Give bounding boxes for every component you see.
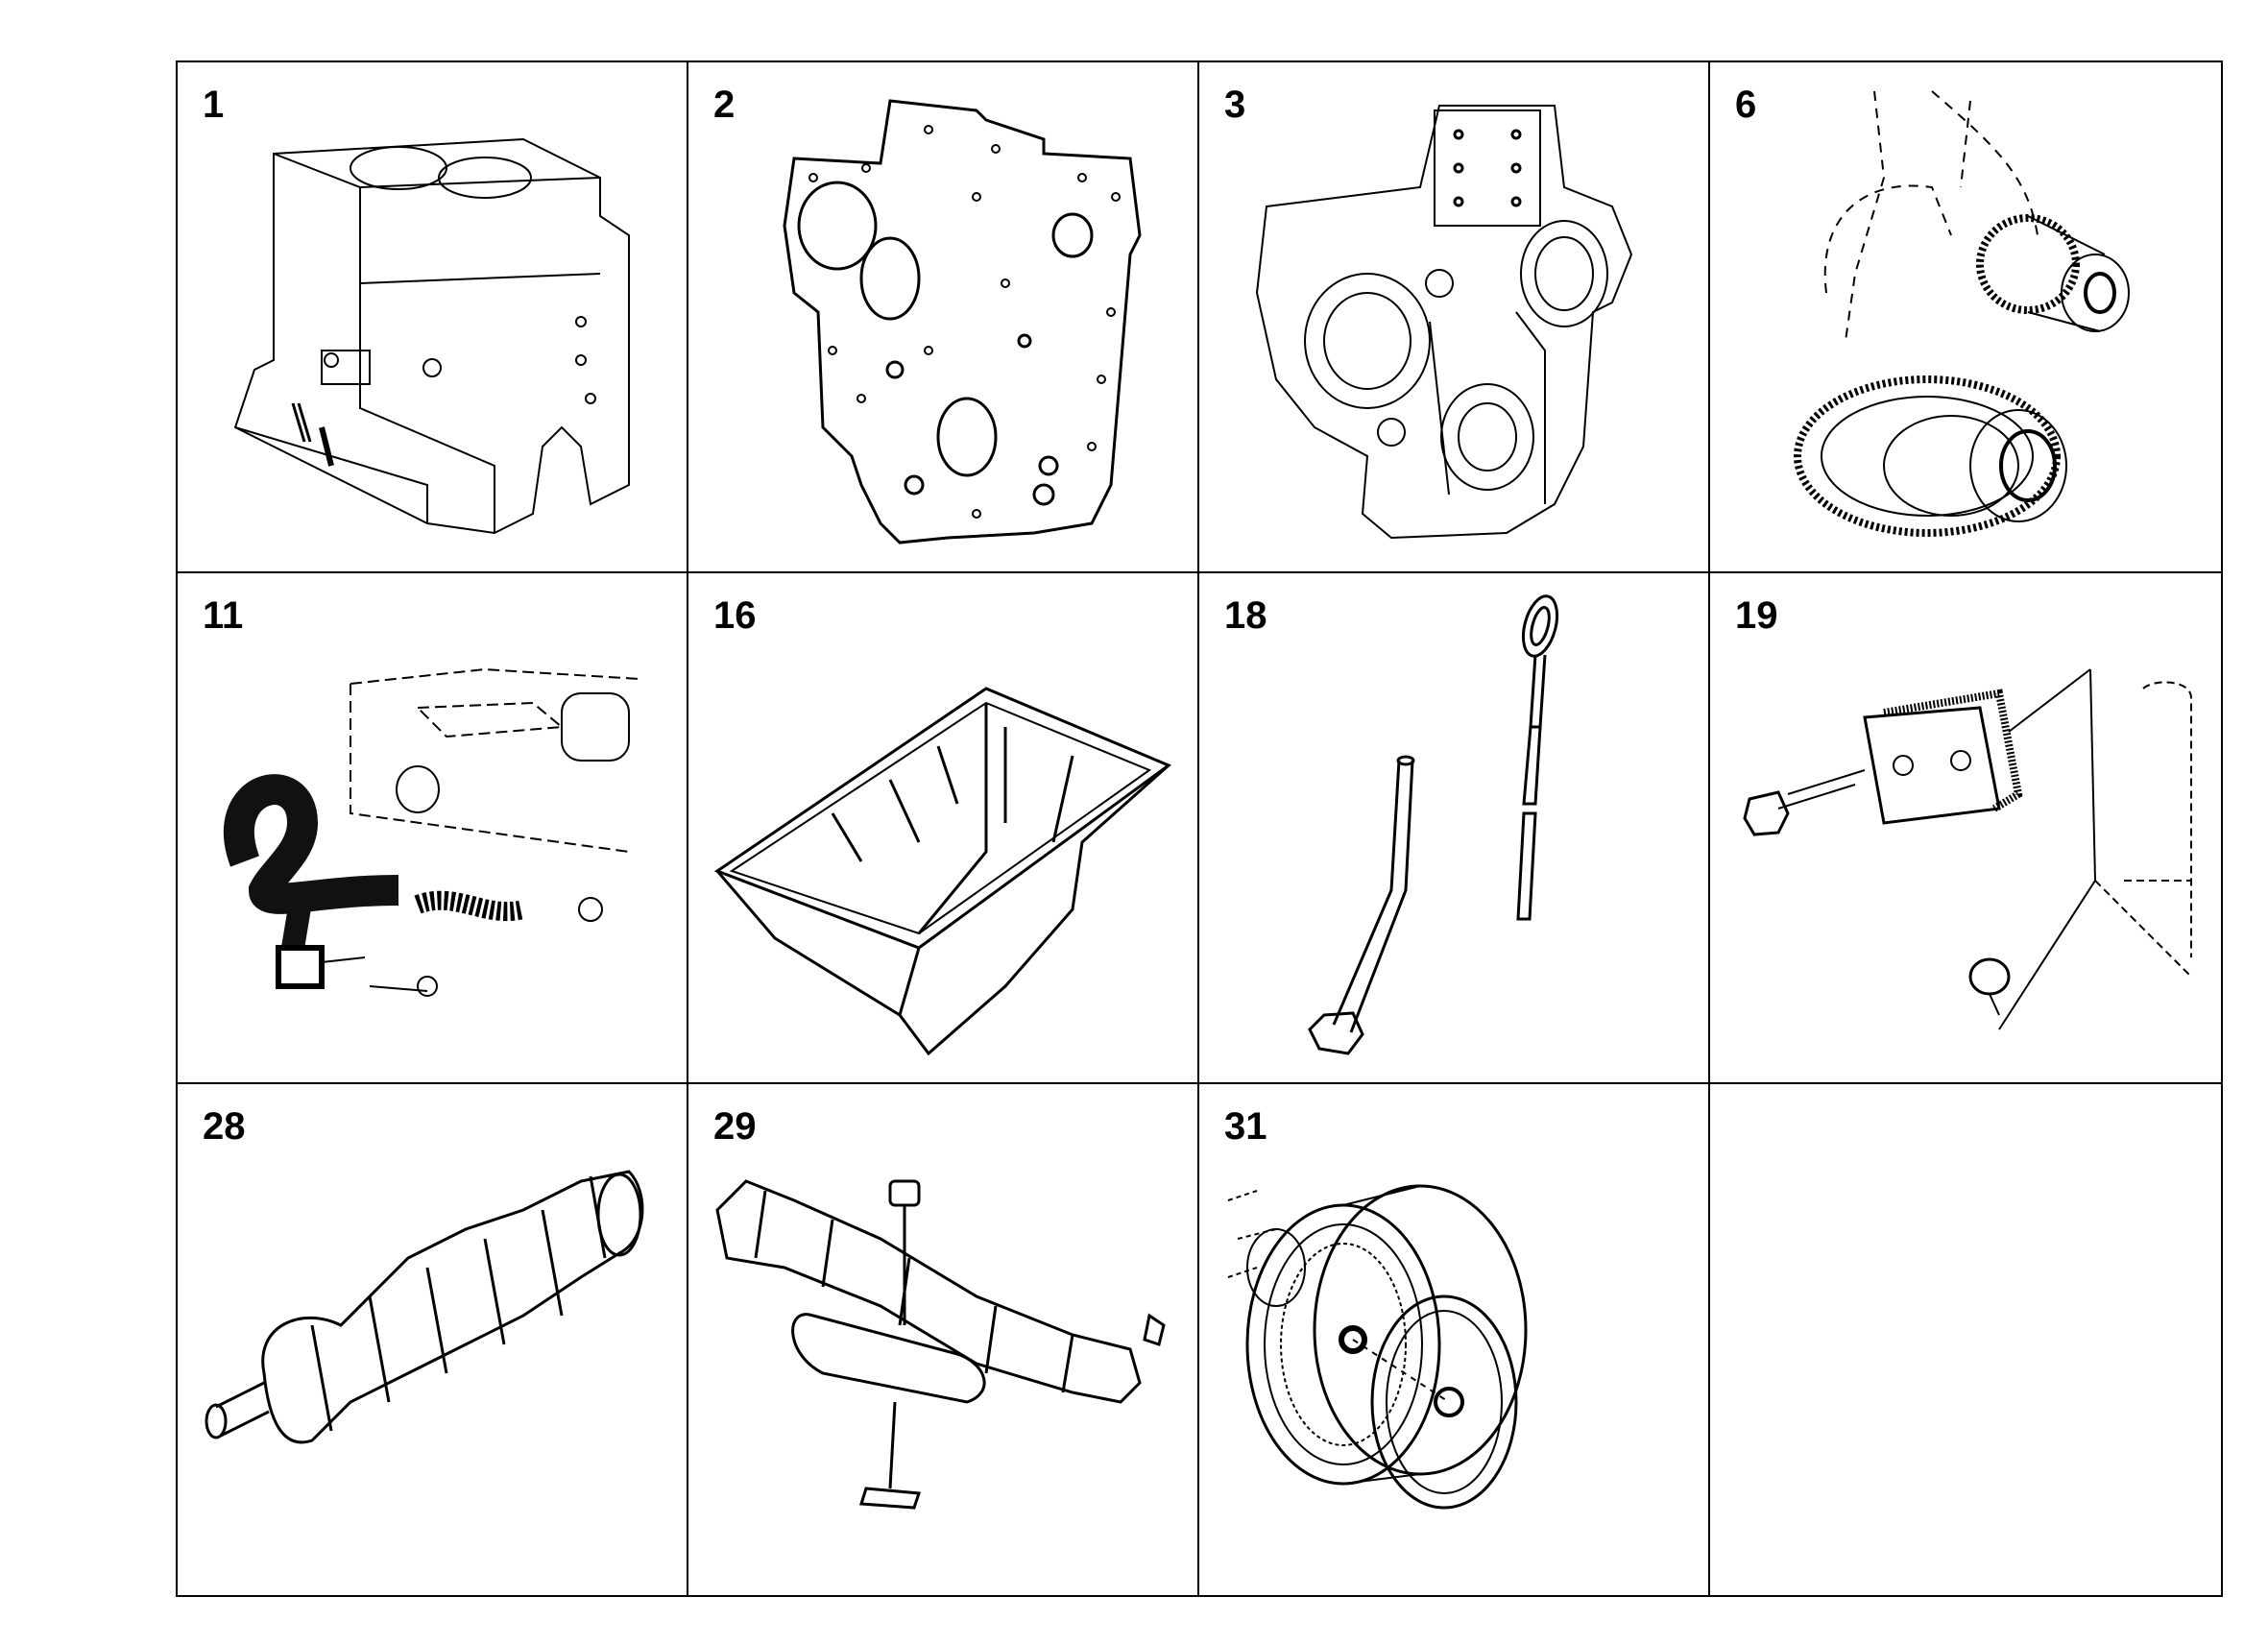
engine-block-icon: [178, 62, 687, 571]
item-number: 2: [713, 84, 736, 126]
item-number: 28: [203, 1105, 246, 1148]
cell-crankshaft[interactable]: 28: [178, 1084, 688, 1595]
cell-camshaft[interactable]: 29: [688, 1084, 1199, 1595]
item-number: 18: [1224, 594, 1267, 637]
item-number: 3: [1224, 84, 1246, 126]
item-number: 29: [713, 1105, 757, 1148]
parts-grid: 1 2: [176, 60, 2223, 1597]
cell-timing-housing[interactable]: 3: [1199, 62, 1710, 573]
item-number: 31: [1224, 1105, 1267, 1148]
cell-idler-gear[interactable]: 6: [1710, 62, 2221, 573]
item-number: 16: [713, 594, 757, 637]
cell-breather-hose[interactable]: 11: [178, 573, 688, 1084]
gasket-plate-icon: [688, 62, 1197, 571]
cell-oil-pan[interactable]: 16: [688, 573, 1199, 1084]
item-number: 19: [1735, 594, 1778, 637]
cell-engine-block[interactable]: 1: [178, 62, 688, 573]
cell-pulley[interactable]: 31: [1199, 1084, 1710, 1595]
cell-empty: [1710, 1084, 2221, 1595]
cell-cover-plate[interactable]: 19: [1710, 573, 2221, 1084]
dipstick-icon: [1199, 573, 1708, 1082]
idler-gear-icon: [1710, 62, 2221, 571]
crankshaft-icon: [178, 1084, 687, 1595]
item-number: 6: [1735, 84, 1757, 126]
item-number: 1: [203, 84, 225, 126]
cell-gasket-plate[interactable]: 2: [688, 62, 1199, 573]
breather-hose-icon: [178, 573, 687, 1082]
timing-housing-icon: [1199, 62, 1708, 571]
cover-plate-icon: [1710, 573, 2221, 1082]
pulley-icon: [1199, 1084, 1708, 1595]
camshaft-icon: [688, 1084, 1197, 1595]
cell-dipstick[interactable]: 18: [1199, 573, 1710, 1084]
item-number: 11: [203, 594, 244, 637]
oil-pan-icon: [688, 573, 1197, 1082]
